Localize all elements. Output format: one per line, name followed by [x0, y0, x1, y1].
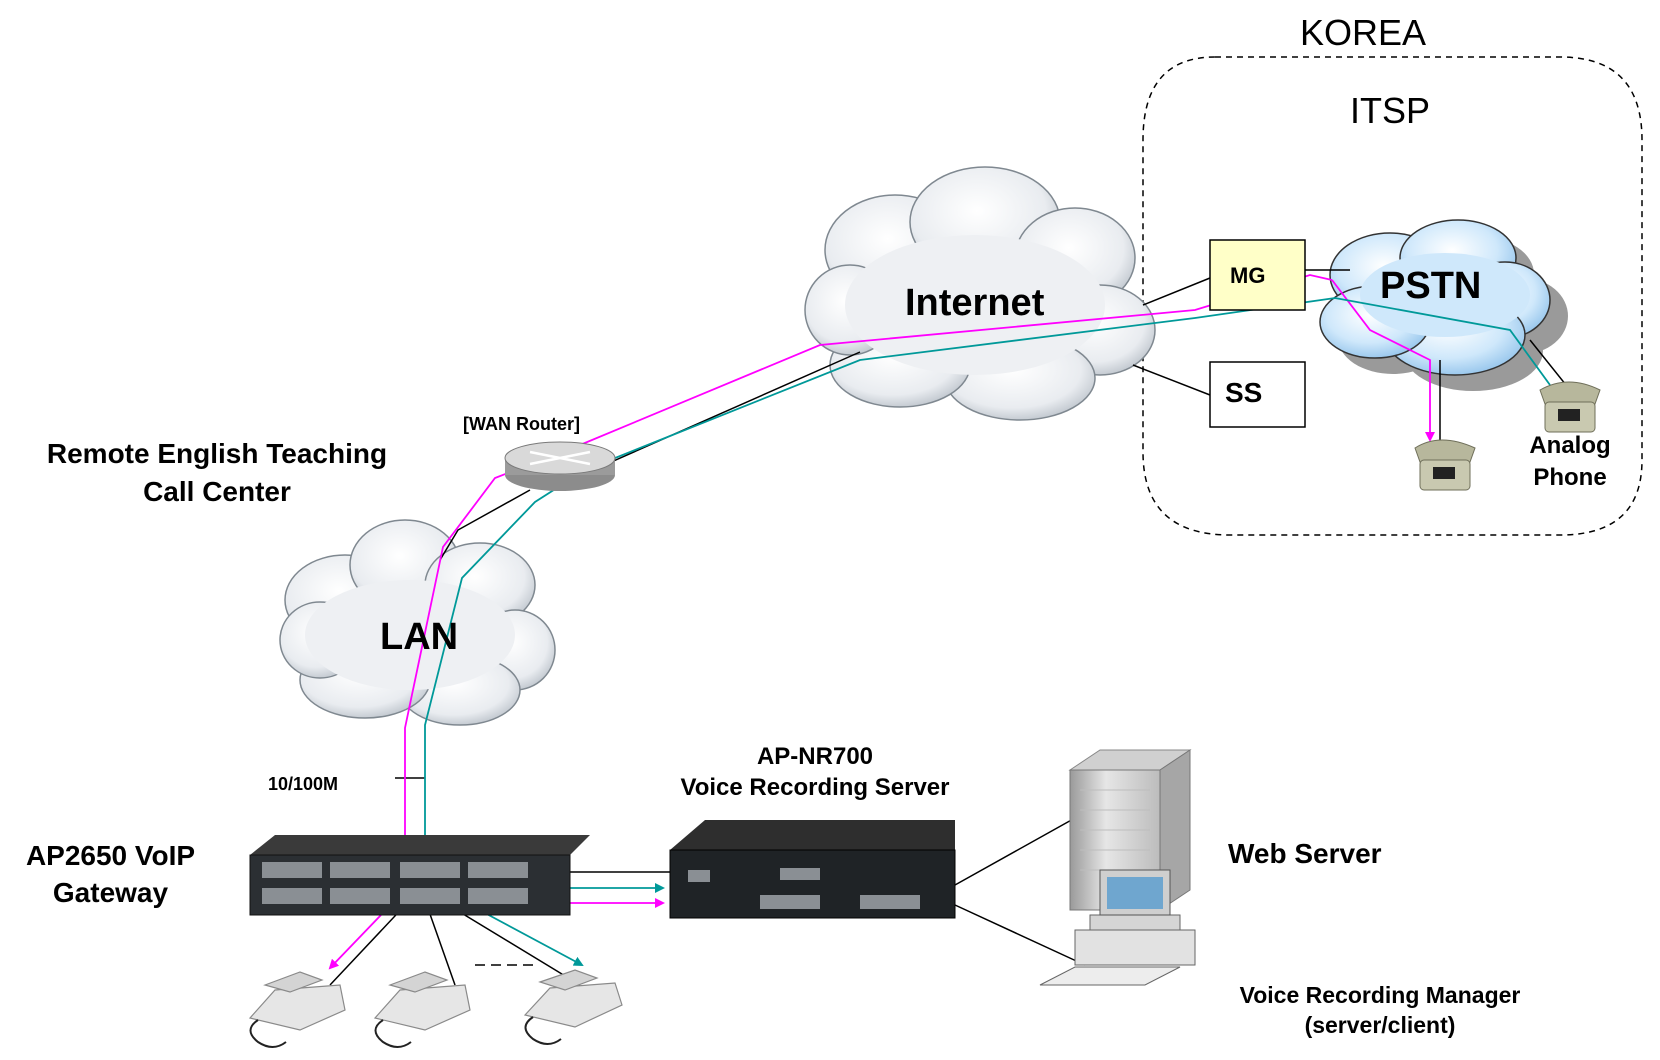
- gateway-label-line2: Gateway: [52, 877, 169, 908]
- analog-phone-label-line2: Phone: [1533, 464, 1607, 491]
- link-speed-label: 10/100M: [268, 774, 339, 794]
- wan-router-label: [WAN Router]: [463, 414, 580, 434]
- ip-phone-icon: [248, 969, 623, 1031]
- analog-phone-label-line1: Analog: [1529, 432, 1611, 459]
- voip-gateway-device: [249, 835, 590, 916]
- wan-router-icon: [504, 441, 616, 491]
- itsp-label: ITSP: [1350, 90, 1431, 131]
- ss-label: SS: [1225, 377, 1263, 408]
- manager-workstation-icon: [1039, 869, 1196, 986]
- pstn-cloud: [1319, 219, 1568, 391]
- manager-label-line1: Voice Recording Manager: [1239, 982, 1521, 1008]
- phone-cord-icon: [249, 1016, 562, 1048]
- web-server-label: Web Server: [1228, 838, 1382, 869]
- gateway-label-line1: AP2650 VoIP: [25, 840, 196, 871]
- ss-box: [1209, 361, 1306, 428]
- voice-recording-server-device: [669, 820, 956, 919]
- magenta-pstn-branch: [1331, 279, 1435, 442]
- manager-label-line2: (server/client): [1304, 1012, 1456, 1038]
- pstn-label: PSTN: [1380, 265, 1482, 307]
- korea-region-boundary: [1142, 56, 1643, 536]
- call-center-label-line2: Call Center: [143, 476, 291, 507]
- korea-title: KOREA: [1300, 12, 1427, 53]
- recorder-label-line2: Voice Recording Server: [680, 774, 950, 801]
- internet-cloud: [804, 166, 1156, 421]
- internet-label: Internet: [905, 282, 1045, 324]
- recorder-label-line1: AP-NR700: [756, 743, 874, 770]
- call-center-label-line1: Remote English Teaching: [46, 438, 388, 469]
- analog-phone-icon: [1414, 381, 1601, 491]
- lan-label: LAN: [380, 616, 459, 658]
- lan-cloud: [279, 519, 556, 726]
- mg-label: MG: [1230, 263, 1266, 288]
- mg-box: [1209, 239, 1306, 311]
